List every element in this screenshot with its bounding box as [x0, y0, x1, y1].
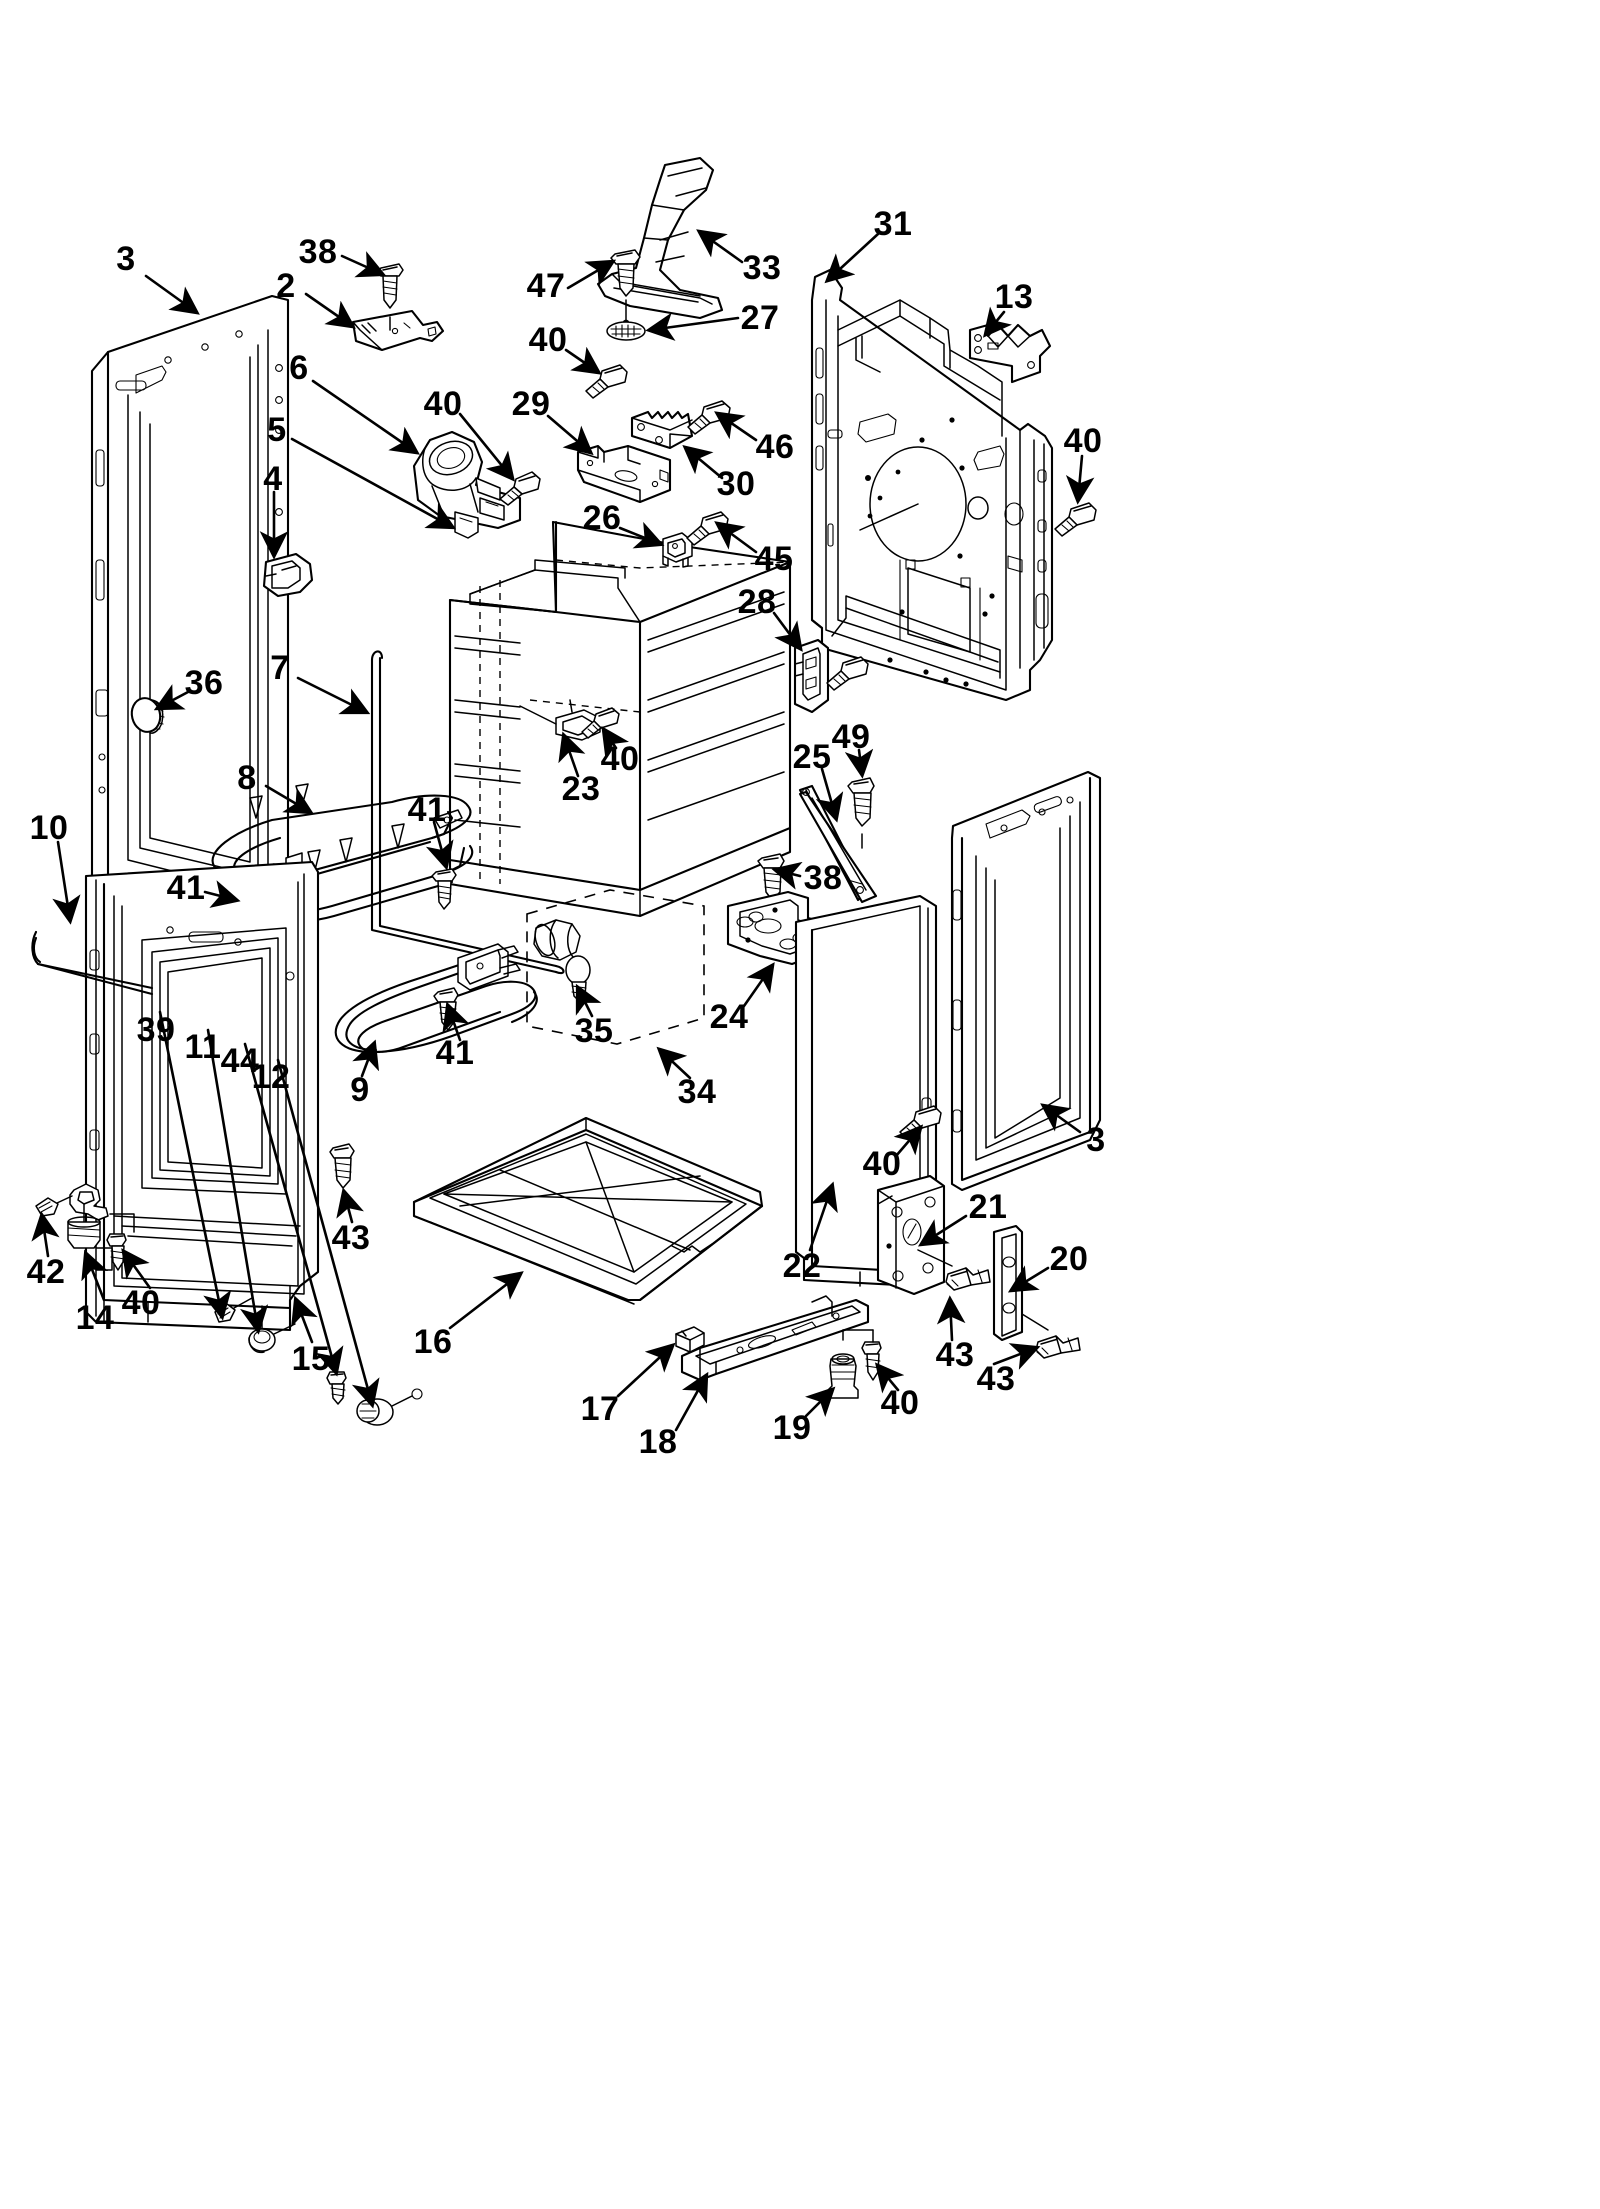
part-2-support-bracket	[351, 309, 445, 352]
part-27-foot-pad	[606, 321, 646, 341]
part-17-slide-clip	[675, 1326, 705, 1353]
part-6-door-latch-motor-assembly	[412, 430, 522, 539]
callout-2: 2	[276, 267, 296, 305]
callout-25: 25	[792, 738, 832, 776]
callout-10: 10	[29, 809, 69, 847]
callout-38: 38	[803, 859, 843, 897]
part-13-hinge-receiver-plate	[968, 323, 1052, 384]
callout-49: 49	[831, 718, 871, 756]
callout-8: 8	[237, 759, 257, 797]
callout-38: 38	[298, 233, 338, 271]
part-29-burner-support-rail	[576, 444, 672, 504]
callout-40: 40	[862, 1145, 902, 1183]
callout-41: 41	[435, 1034, 475, 1072]
callout-46: 46	[755, 428, 795, 466]
part-3-right-door-frame	[950, 770, 1102, 1192]
callout-19: 19	[772, 1409, 812, 1447]
callout-43: 43	[935, 1336, 975, 1374]
leader-lines	[31, 229, 1095, 1432]
part-42-screw	[35, 1195, 73, 1217]
callout-39: 39	[136, 1011, 176, 1049]
callout-7: 7	[270, 649, 290, 687]
part-screw-near-28	[826, 656, 869, 691]
callout-44: 44	[220, 1042, 260, 1080]
part-19-leveling-foot	[827, 1353, 859, 1399]
callout-35: 35	[574, 1012, 614, 1050]
part-16-oven-bottom-panel	[412, 1116, 764, 1305]
callout-22: 22	[782, 1247, 822, 1285]
callout-28: 28	[737, 583, 777, 621]
callout-40: 40	[121, 1284, 161, 1322]
callout-26: 26	[582, 499, 622, 537]
callout-21: 21	[968, 1188, 1008, 1226]
part-14-leveling-leg-assembly	[67, 1183, 135, 1249]
callout-16: 16	[413, 1323, 453, 1361]
callout-29: 29	[511, 385, 551, 423]
callout-41: 41	[166, 869, 206, 907]
callout-12: 12	[251, 1058, 291, 1096]
part-43-screw-c	[1035, 1335, 1081, 1359]
part-40-screw-a	[499, 471, 541, 506]
part-3-left-door-frame	[90, 294, 290, 927]
callout-40: 40	[1063, 422, 1103, 460]
callout-3: 3	[116, 240, 136, 278]
callout-15: 15	[291, 1340, 331, 1378]
callout-31: 31	[873, 205, 913, 243]
part-36-plug-button	[130, 697, 165, 734]
callout-4: 4	[263, 460, 283, 498]
part-4-wire-clip	[262, 552, 314, 598]
callout-40: 40	[600, 740, 640, 778]
callout-5: 5	[267, 411, 287, 449]
part-12-hinge-nut	[356, 1388, 423, 1426]
callout-30: 30	[716, 465, 756, 503]
part-38-screw-upper-left	[376, 263, 404, 331]
callout-14: 14	[75, 1299, 115, 1337]
callout-27: 27	[740, 299, 780, 337]
callout-36: 36	[184, 664, 224, 702]
part-10-door-gasket-rod	[31, 930, 154, 996]
part-43-screw-a	[329, 1143, 355, 1189]
part-49-screw	[847, 777, 875, 849]
callout-20: 20	[1049, 1240, 1089, 1278]
part-28-side-bracket	[793, 638, 830, 714]
callout-9: 9	[350, 1071, 370, 1109]
callout-45: 45	[754, 540, 794, 578]
callout-23: 23	[561, 770, 601, 808]
callout-40: 40	[880, 1384, 920, 1422]
part-21-door-hinge-bracket	[876, 1174, 953, 1296]
callout-17: 17	[580, 1390, 620, 1428]
part-40-screw-d	[581, 707, 620, 739]
part-45-screw	[686, 511, 729, 546]
callout-42: 42	[26, 1253, 66, 1291]
part-40-screw-b	[585, 364, 628, 399]
callout-43: 43	[331, 1219, 371, 1257]
callout-18: 18	[638, 1423, 678, 1461]
part-47-screw	[610, 249, 641, 327]
callout-11: 11	[184, 1028, 222, 1066]
part-30-terminal-block	[630, 410, 694, 450]
part-23-oven-cavity-liner	[448, 520, 792, 918]
part-33-leveling-leg	[596, 156, 724, 320]
callout-40: 40	[528, 321, 568, 359]
callout-47: 47	[526, 267, 566, 305]
callout-13: 13	[994, 278, 1034, 316]
callout-6: 6	[289, 349, 309, 387]
part-41-screw-a	[431, 868, 457, 910]
callout-3: 3	[1086, 1121, 1106, 1159]
callout-43: 43	[976, 1360, 1016, 1398]
part-43-screw-b	[945, 1267, 991, 1291]
callout-34: 34	[677, 1073, 717, 1111]
part-35-oven-lamp-assembly	[533, 919, 591, 1013]
part-31-rear-panel	[810, 268, 1054, 702]
part-26-retainer-clip	[662, 532, 693, 568]
part-34-cavity-outline-dashed	[526, 889, 705, 1045]
callout-40: 40	[423, 385, 463, 423]
callout-24: 24	[709, 998, 749, 1036]
callout-41: 41	[407, 791, 447, 829]
part-40-screw-c	[1054, 502, 1097, 537]
callout-33: 33	[742, 249, 782, 287]
part-15-lower-front-panel	[84, 860, 320, 1332]
